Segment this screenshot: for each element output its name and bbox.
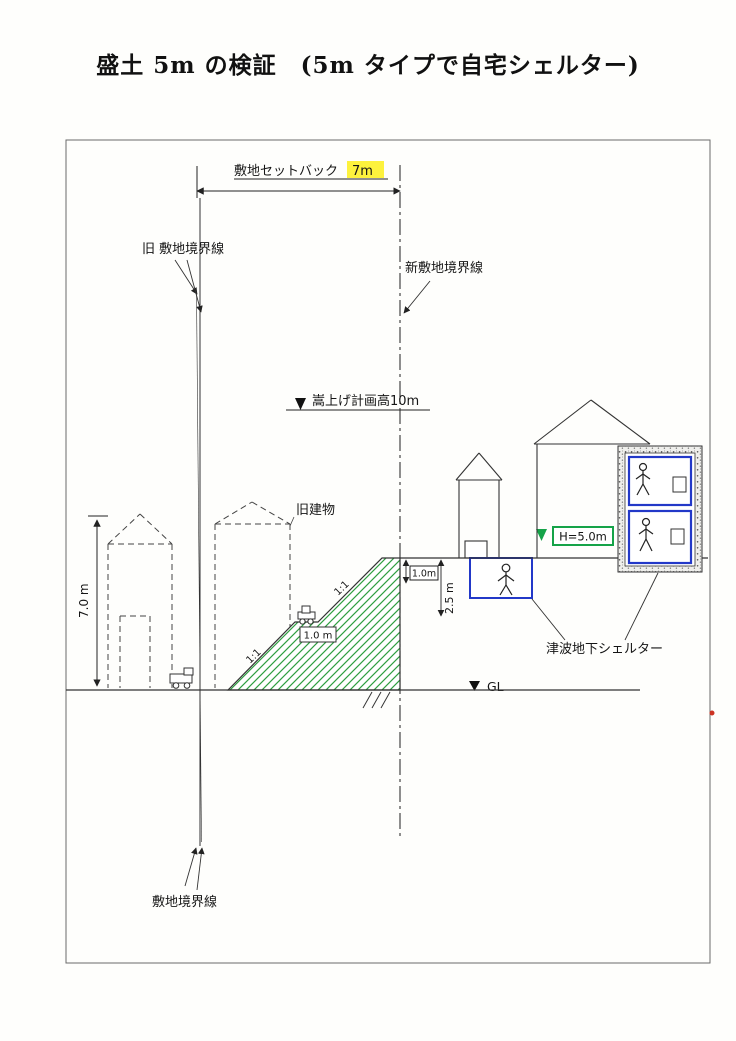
bench-height-label: 1.0 m [304, 631, 333, 642]
drawing-frame [65, 139, 711, 964]
left-house-outline [107, 513, 173, 688]
height-dimension-7m: 7.0 m [77, 515, 108, 687]
red-mark [709, 710, 715, 716]
stick-figure [638, 517, 654, 552]
green-level-triangle-icon [536, 529, 547, 541]
truck-icon [169, 667, 194, 689]
bottom-boundary-label: 敷地境界線 [152, 894, 217, 910]
cover-depth-label: 1.0m [412, 569, 436, 580]
new-boundary-line: 新敷地境界線 [399, 165, 483, 838]
embankment: 1:1 1:1 1.0 m [226, 557, 401, 709]
page-title: 盛土 5m の検証 (5m タイプで自宅シェルター) [96, 52, 640, 79]
raised-height-label: 嵩上げ計画高10m [312, 393, 419, 409]
level-triangle-icon [295, 398, 306, 410]
tsunami-shelter-callout: 津波地下シェルター [531, 572, 663, 657]
stick-figure [497, 563, 515, 596]
ground-hatch-marks [362, 691, 391, 709]
new-boundary-label: 新敷地境界線 [405, 260, 483, 276]
old-boundary-line: 旧 敷地境界線 敷地境界線 [142, 198, 224, 910]
setback-value-highlight [347, 161, 384, 178]
underground-shelter-box [469, 557, 533, 599]
stick-figure [635, 462, 651, 496]
right-house [533, 399, 703, 573]
setback-dimension: 敷地セットバック 7m [196, 161, 401, 198]
entrance-hatch-box [464, 540, 488, 559]
old-boundary-label: 旧 敷地境界線 [142, 241, 224, 257]
raised-height-marker: 嵩上げ計画高10m [286, 393, 430, 411]
lower-room-box [670, 528, 685, 545]
shelter-depth-label: 2.5 m [443, 582, 456, 614]
shelter-depth-dimension: 2.5 m [437, 559, 456, 617]
old-building-outline: 旧建物 [214, 501, 335, 688]
bench-height-box [299, 626, 337, 643]
cover-depth-dimension: 1.0m [402, 559, 439, 584]
middle-house-outline [455, 452, 503, 559]
gl-label: GL [487, 679, 504, 694]
shelter-height-marker: H=5.0m [536, 526, 614, 546]
setback-value-label: 7m [352, 164, 373, 179]
gl-triangle-icon [469, 681, 480, 691]
excavator-icon [297, 605, 316, 625]
upper-room-box [672, 476, 687, 493]
height-7m-label: 7.0 m [77, 583, 91, 618]
setback-label: 敷地セットバック [234, 164, 338, 179]
tsunami-shelter-label: 津波地下シェルター [546, 642, 663, 657]
shelter-height-label: H=5.0m [559, 530, 607, 544]
old-building-label: 旧建物 [296, 503, 335, 518]
